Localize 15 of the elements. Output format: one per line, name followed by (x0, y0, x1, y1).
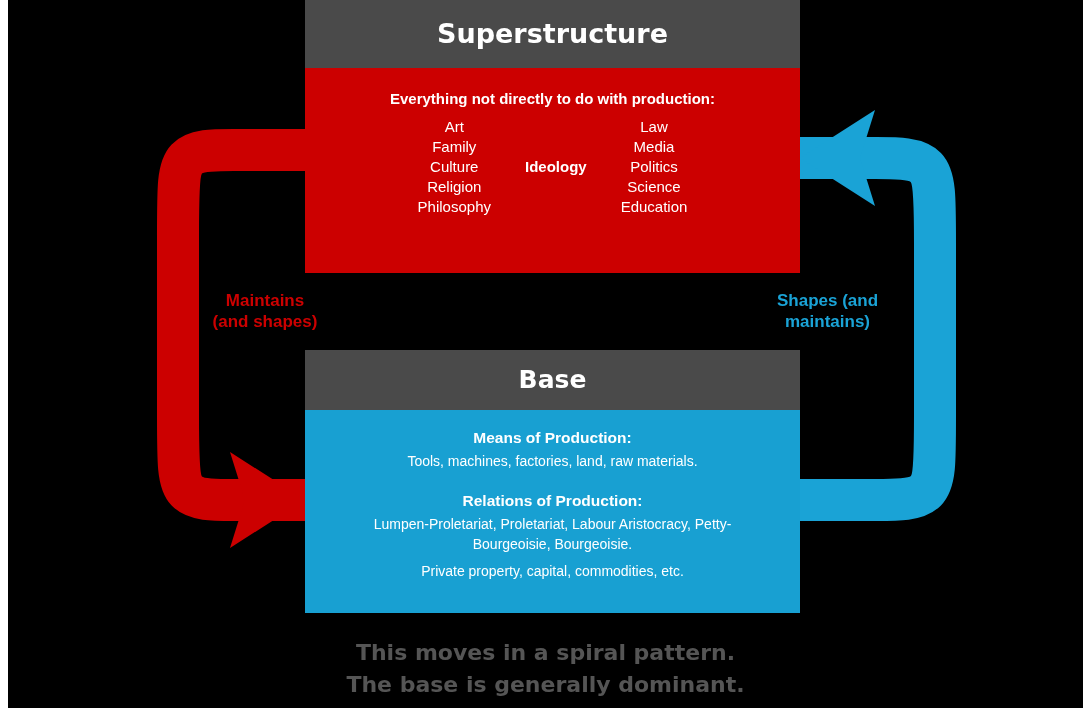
superstructure-box (305, 0, 800, 273)
subheading: Relations of Production: (461, 491, 644, 511)
note-text: This moves in a spiral pattern. (354, 640, 737, 665)
term-list: Law Media Politics Science Education (620, 117, 688, 217)
subheading: Everything not directly to do with production: (389, 90, 716, 107)
subheading: Means of Production: (472, 428, 633, 448)
base-box (305, 350, 800, 613)
central-term: Ideology (525, 157, 587, 177)
term-list: Art Family Culture Religion Philosophy (417, 117, 491, 217)
body-text: Private property, capital, commodities, etc. (420, 562, 685, 581)
note-text: The base is generally dominant. (345, 672, 746, 697)
body-text: Tools, machines, factories, land, raw materials. (406, 452, 699, 471)
box-heading: Base (305, 350, 800, 410)
body-text: Lumpen-Proletariat, Proletariat, Labour Aristocracy, Petty-Bourgeoisie, Bourgeoisie. (372, 515, 733, 554)
box-heading: Superstructure (305, 0, 800, 68)
